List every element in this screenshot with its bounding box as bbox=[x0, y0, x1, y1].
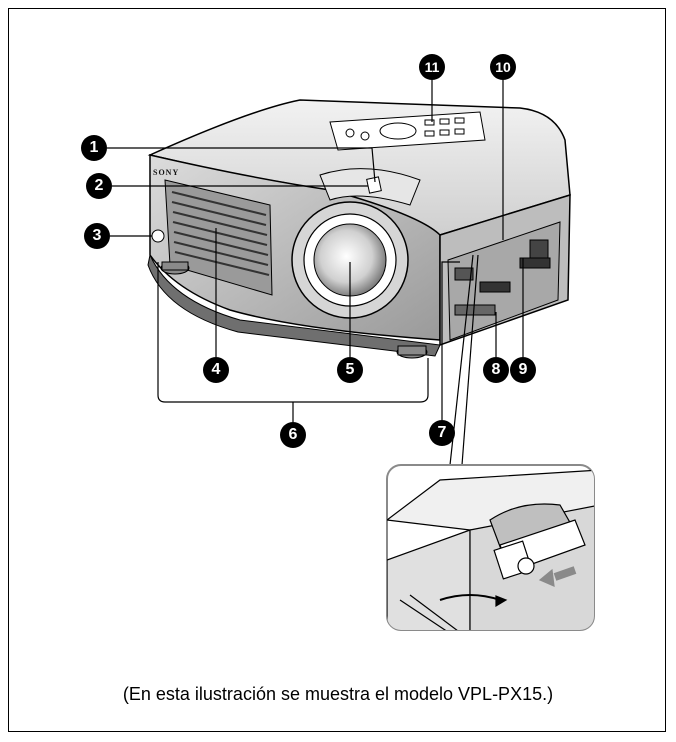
adjuster-feet bbox=[160, 261, 428, 359]
callout-7: 7 bbox=[429, 420, 455, 446]
callout-3: 3 bbox=[84, 223, 110, 249]
callout-4: 4 bbox=[203, 357, 229, 383]
figure-caption: (En esta ilustración se muestra el model… bbox=[122, 684, 554, 704]
zoom-focus-ring bbox=[319, 168, 421, 206]
callout-9: 9 bbox=[510, 357, 536, 383]
connector-panel bbox=[447, 221, 561, 341]
remote-sensor bbox=[151, 229, 165, 243]
lens bbox=[291, 201, 409, 319]
ventilation-grille bbox=[164, 179, 273, 296]
callout-1: 1 bbox=[81, 135, 107, 161]
control-panel bbox=[329, 111, 486, 151]
callout-2: 2 bbox=[86, 173, 112, 199]
callout-11: 11 bbox=[419, 54, 445, 80]
callout-6: 6 bbox=[280, 422, 306, 448]
lamp-cover-detail-inset bbox=[386, 464, 595, 631]
leader-lines bbox=[107, 80, 524, 466]
callout-10: 10 bbox=[490, 54, 516, 80]
brand-logo: SONY bbox=[153, 168, 179, 177]
callout-5: 5 bbox=[337, 357, 363, 383]
callout-8: 8 bbox=[483, 357, 509, 383]
